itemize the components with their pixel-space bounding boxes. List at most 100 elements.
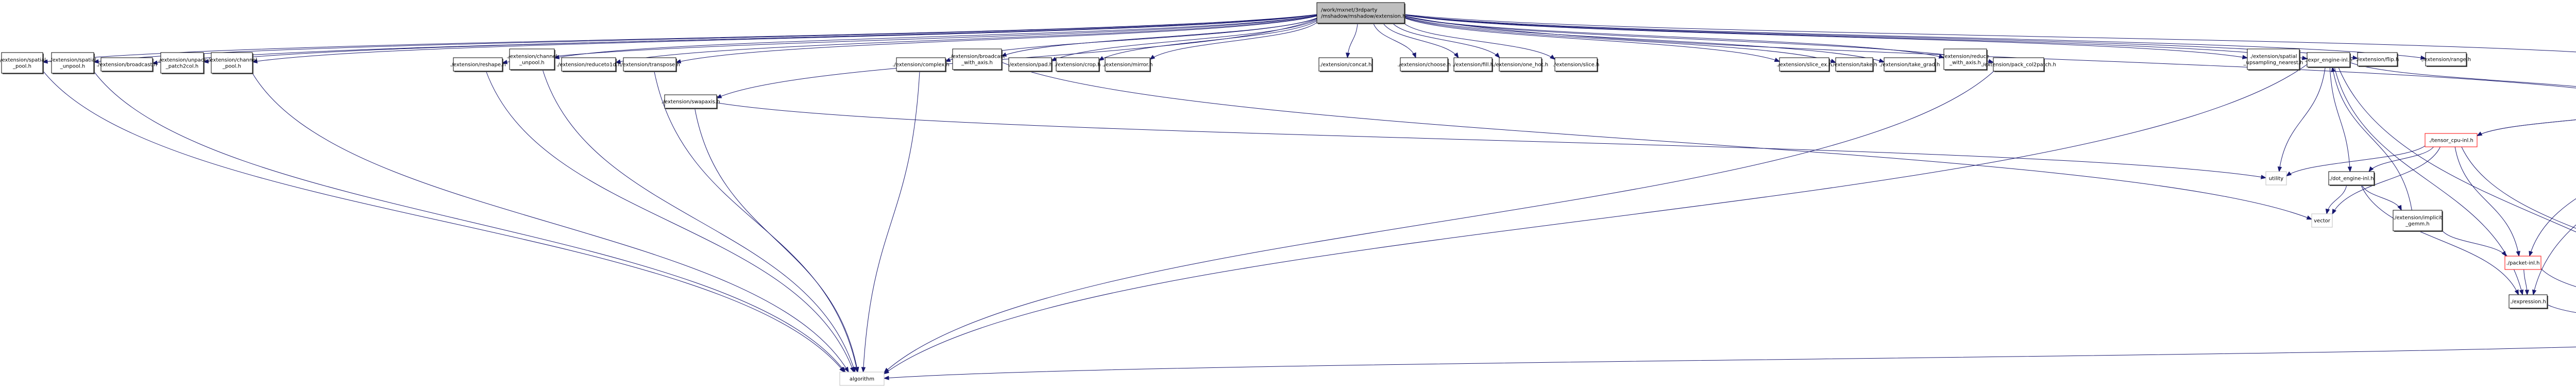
node-label: ./extension/reduce — [1941, 54, 1989, 60]
node-label: ./extension/take.h — [1831, 62, 1877, 68]
edge-root-to-slice — [1403, 23, 1555, 60]
node-broadcast_with_axis[interactable]: ./extension/broadcast_with_axis.h — [949, 48, 1005, 71]
node-label: ./extension/concat.h — [1319, 62, 1372, 68]
edge-root-to-broadcast_with_axis — [1001, 18, 1317, 57]
edge-tensor_cpu-to-base — [2461, 146, 2576, 229]
node-box — [1316, 2, 1405, 24]
edge-expr_engine-to-logging — [2338, 66, 2576, 232]
node-one_hot[interactable]: ./extension/one_hot.h — [1493, 57, 1548, 72]
arrowhead-icon — [1988, 59, 1994, 63]
node-label: _pool.h — [222, 64, 241, 70]
node-transpose[interactable]: ./extension/transpose.h — [619, 57, 680, 72]
edge-root-to-take — [1404, 17, 1836, 63]
node-take_grad[interactable]: ./extension/take_grad.h — [1879, 57, 1940, 72]
node-channel_pool[interactable]: ./extension/channel_pool.h — [207, 52, 257, 74]
node-channel_unpool[interactable]: ./extension/channel_unpool.h — [506, 48, 557, 71]
node-tensor_cpu[interactable]: ./tensor_cpu-inl.h — [2425, 133, 2478, 147]
edge-pack_col2patch-to-algorithm — [884, 71, 1994, 373]
node-concat[interactable]: ./extension/concat.h — [1318, 57, 1373, 72]
node-take[interactable]: ./extension/take.h — [1831, 57, 1877, 72]
edge-root-to-transpose — [675, 15, 1317, 63]
arrowhead-icon — [2306, 215, 2313, 220]
node-vector: vector — [2311, 213, 2333, 228]
node-label: ./dot_engine-inl.h — [2329, 176, 2374, 182]
node-label: ./extension/spatial — [2250, 54, 2297, 60]
node-swapaxis[interactable]: ./extension/swapaxis.h — [661, 94, 720, 109]
node-label: _gemm.h — [2405, 222, 2430, 227]
node-label: vector — [2314, 218, 2331, 224]
node-fill[interactable]: ./extension/fill.h — [1452, 57, 1494, 72]
node-label: _unpool.h — [519, 60, 545, 66]
edge-root-to-channel_unpool — [554, 15, 1317, 59]
node-slice[interactable]: ./extension/slice.h — [1553, 57, 1600, 72]
arrowhead-icon — [716, 94, 722, 98]
node-label: ./extension/slice.h — [1553, 62, 1600, 68]
node-label: ./extension/pad.h — [1008, 62, 1053, 68]
node-box — [896, 57, 946, 72]
node-box — [2265, 171, 2287, 185]
node-label: ./extension/pack_col2patch.h — [1981, 62, 2056, 68]
node-spatial_unpool[interactable]: ./extension/spatial_unpool.h — [49, 52, 96, 74]
node-box — [1943, 48, 1987, 70]
node-expr_engine[interactable]: ./expr_engine-inl.h — [2304, 52, 2352, 68]
node-reduce_with_axis[interactable]: ./extension/reduce_with_axis.h — [1941, 48, 1989, 71]
arrowhead-icon — [2524, 290, 2530, 296]
arrowhead-icon — [2501, 250, 2507, 257]
node-reshape[interactable]: ./extension/reshape.h — [450, 57, 506, 72]
node-label: ./extension/slice_ex.h — [1776, 62, 1832, 68]
node-box — [100, 57, 153, 72]
node-box — [1400, 57, 1448, 72]
edge-root-to-take_grad — [1404, 16, 1885, 62]
node-label: ./extension/reshape.h — [450, 62, 505, 68]
node-packet[interactable]: ./packet-inl.h — [2504, 256, 2541, 270]
edge-spatial_pool-to-algorithm — [42, 70, 844, 373]
node-label: ./extension/swapaxis.h — [661, 99, 720, 105]
node-crop[interactable]: ./extension/crop.h — [1054, 57, 1101, 72]
arrowhead-icon — [2368, 166, 2374, 173]
node-implicit_gemm[interactable]: ./extension/implicit_gemm.h — [2393, 210, 2443, 232]
edge-swapaxis-to-utility — [716, 102, 2266, 178]
node-complex[interactable]: ./extension/complex.h — [892, 57, 950, 72]
node-unpack_patch2col[interactable]: ./extension/unpack_patch2col.h — [158, 52, 207, 74]
node-box — [2504, 256, 2541, 270]
arrowhead-icon — [1878, 58, 1885, 63]
arrowhead-icon — [151, 60, 158, 65]
arrowhead-icon — [2331, 66, 2335, 73]
node-flip[interactable]: ./extension/flip.h — [2356, 52, 2399, 67]
arrowhead-icon — [2397, 205, 2402, 211]
node-range[interactable]: ./extension/range.h — [2421, 52, 2471, 67]
edge-tensor_cpu-to-vector — [2332, 146, 2441, 214]
node-spatial_upsampling[interactable]: ./extension/spatial_upsampling_nearest.h — [2243, 48, 2303, 71]
arrowhead-icon — [2260, 175, 2267, 179]
node-broadcast[interactable]: ./extension/broadcast.h — [96, 57, 157, 72]
node-pack_col2patch[interactable]: ./extension/pack_col2patch.h — [1981, 57, 2056, 72]
node-dot_engine[interactable]: ./dot_engine-inl.h — [2328, 171, 2375, 186]
arrowhead-icon — [2519, 289, 2524, 296]
node-label: ./extension/channel — [207, 58, 257, 63]
node-box — [1835, 57, 1873, 72]
arrowhead-icon — [615, 59, 621, 64]
node-spatial_pool[interactable]: ./extension/spatial_pool.h — [0, 52, 46, 74]
edge-tensor-to-expression — [2533, 224, 2576, 295]
arrowhead-icon — [2325, 208, 2330, 215]
node-reduceto1d[interactable]: ./extension/reduceto1d.h — [556, 57, 621, 72]
node-choose[interactable]: ./extension/choose.h — [1397, 57, 1451, 72]
arrowhead-icon — [851, 366, 856, 373]
edge-implicit_gemm-to-expr_engine — [2332, 66, 2412, 211]
node-mirror[interactable]: ./extension/mirror.h — [1103, 57, 1153, 72]
node-box — [2509, 294, 2548, 309]
arrowhead-icon — [2285, 171, 2292, 177]
edge-expr_engine-to-tensor — [2349, 62, 2576, 87]
node-label: /work/mxnet/3rdparty — [1321, 8, 1378, 13]
node-expression[interactable]: ./expression.h — [2509, 294, 2548, 309]
node-box — [2307, 52, 2350, 68]
node-root: /work/mxnet/3rdparty/mshadow/mshadow/ext… — [1316, 2, 1406, 24]
node-slice_ex[interactable]: ./extension/slice_ex.h — [1776, 57, 1832, 72]
edge-reshape-to-algorithm — [485, 71, 854, 373]
arrowhead-icon — [1098, 56, 1105, 61]
arrowhead-icon — [1345, 53, 1350, 59]
arrowhead-icon — [1549, 54, 1556, 60]
node-box — [952, 48, 1002, 70]
node-pad[interactable]: ./extension/pad.h — [1008, 57, 1053, 72]
edge-root-to-channel_pool — [252, 14, 1317, 62]
